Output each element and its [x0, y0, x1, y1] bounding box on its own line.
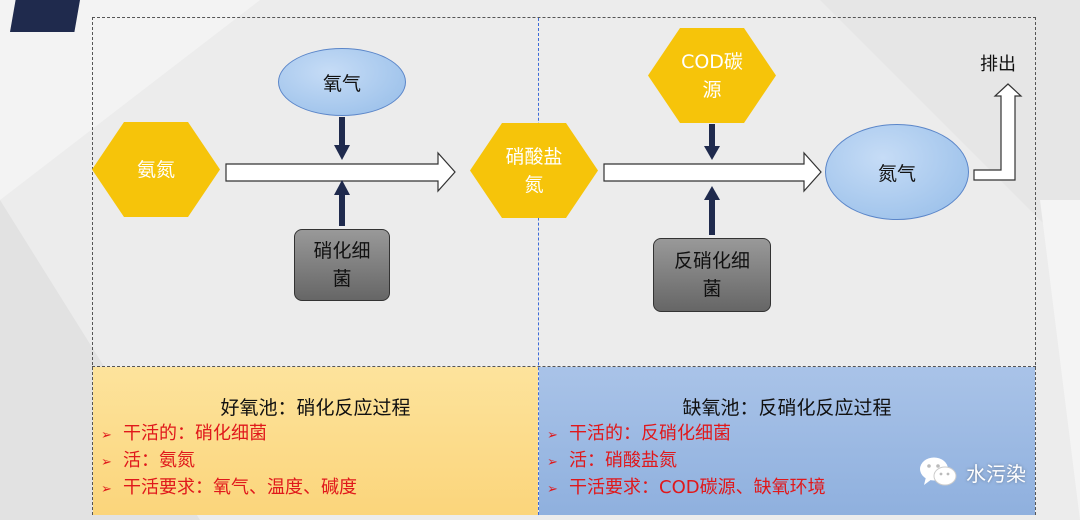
nitrate-to-nitrogen-arrow	[603, 151, 822, 193]
denitrifying-up-arrow	[704, 186, 720, 235]
aerobic-bullet-text: 干活的：硝化细菌	[123, 423, 267, 444]
bullet-arrow-icon: ➢	[547, 482, 558, 497]
tank-divider	[538, 18, 539, 515]
ammonia-to-nitrate-arrow	[225, 151, 456, 193]
cod-source-label: COD碳 源	[681, 50, 743, 101]
anoxic-bullet-text: 干活的：反硝化细菌	[569, 423, 731, 444]
nitrogen-gas-label: 氮气	[877, 162, 916, 185]
oxygen-ellipse: 氧气	[278, 48, 406, 116]
cod-down-arrow	[704, 124, 720, 160]
oxygen-down-arrow	[334, 117, 350, 160]
wechat-icon	[920, 457, 957, 486]
nitrifying-bacteria-label: 硝化细 菌	[313, 240, 371, 290]
anoxic-bullet-list: ➢ 干活的：反硝化细菌 ➢ 活：硝酸盐氮 ➢ 干活要求：COD碳源、缺氧环境	[547, 421, 826, 502]
aerobic-bullet-text: 干活要求：氧气、温度、碱度	[123, 477, 357, 498]
nitrate-label: 硝酸盐 氮	[505, 145, 563, 196]
anoxic-bullet: ➢ 干活的：反硝化细菌	[547, 421, 826, 448]
nitrifying-bacteria-box: 硝化细 菌	[294, 229, 390, 301]
denitrifying-bacteria-label: 反硝化细 菌	[673, 250, 750, 300]
oxygen-label: 氧气	[322, 72, 361, 95]
nitrogen-gas-ellipse: 氮气	[825, 124, 969, 220]
aerobic-bullet: ➢ 干活要求：氧气、温度、碱度	[101, 475, 357, 502]
anoxic-panel: 缺氧池：反硝化反应过程 ➢ 干活的：反硝化细菌 ➢ 活：硝酸盐氮 ➢ 干活要求：COD…	[539, 367, 1035, 515]
watermark: 水污染	[918, 455, 1026, 489]
aerobic-bullet: ➢ 活：氨氮	[101, 448, 357, 475]
bullet-arrow-icon: ➢	[101, 428, 112, 443]
bullet-arrow-icon: ➢	[547, 455, 558, 470]
bullet-arrow-icon: ➢	[101, 482, 112, 497]
anoxic-title: 缺氧池：反硝化反应过程	[682, 397, 892, 419]
anoxic-bullet-text: 干活要求：COD碳源、缺氧环境	[569, 477, 826, 498]
panel-divider	[92, 366, 1036, 367]
corner-accent	[10, 0, 80, 32]
bullet-arrow-icon: ➢	[547, 428, 558, 443]
aerobic-bullet-list: ➢ 干活的：硝化细菌 ➢ 活：氨氮 ➢ 干活要求：氧气、温度、碱度	[101, 421, 357, 502]
anoxic-bullet-text: 活：硝酸盐氮	[569, 450, 677, 471]
bullet-arrow-icon: ➢	[101, 455, 112, 470]
aerobic-bullet-text: 活：氨氮	[123, 450, 195, 471]
anoxic-bullet: ➢ 活：硝酸盐氮	[547, 448, 826, 475]
aerobic-panel: 好氧池：硝化反应过程 ➢ 干活的：硝化细菌 ➢ 活：氨氮 ➢ 干活要求：氧气、温度、碱…	[93, 367, 538, 515]
denitrifying-bacteria-box: 反硝化细 菌	[653, 238, 771, 312]
watermark-text: 水污染	[966, 461, 1026, 486]
anoxic-bullet: ➢ 干活要求：COD碳源、缺氧环境	[547, 475, 826, 502]
discharge-label: 排出	[980, 54, 1016, 75]
discharge-arrow	[973, 83, 1023, 181]
ammonia-label: 氨氮	[136, 158, 175, 181]
aerobic-title: 好氧池：硝化反应过程	[220, 397, 411, 419]
aerobic-bullet: ➢ 干活的：硝化细菌	[101, 421, 357, 448]
nitrifying-up-arrow	[334, 180, 350, 226]
